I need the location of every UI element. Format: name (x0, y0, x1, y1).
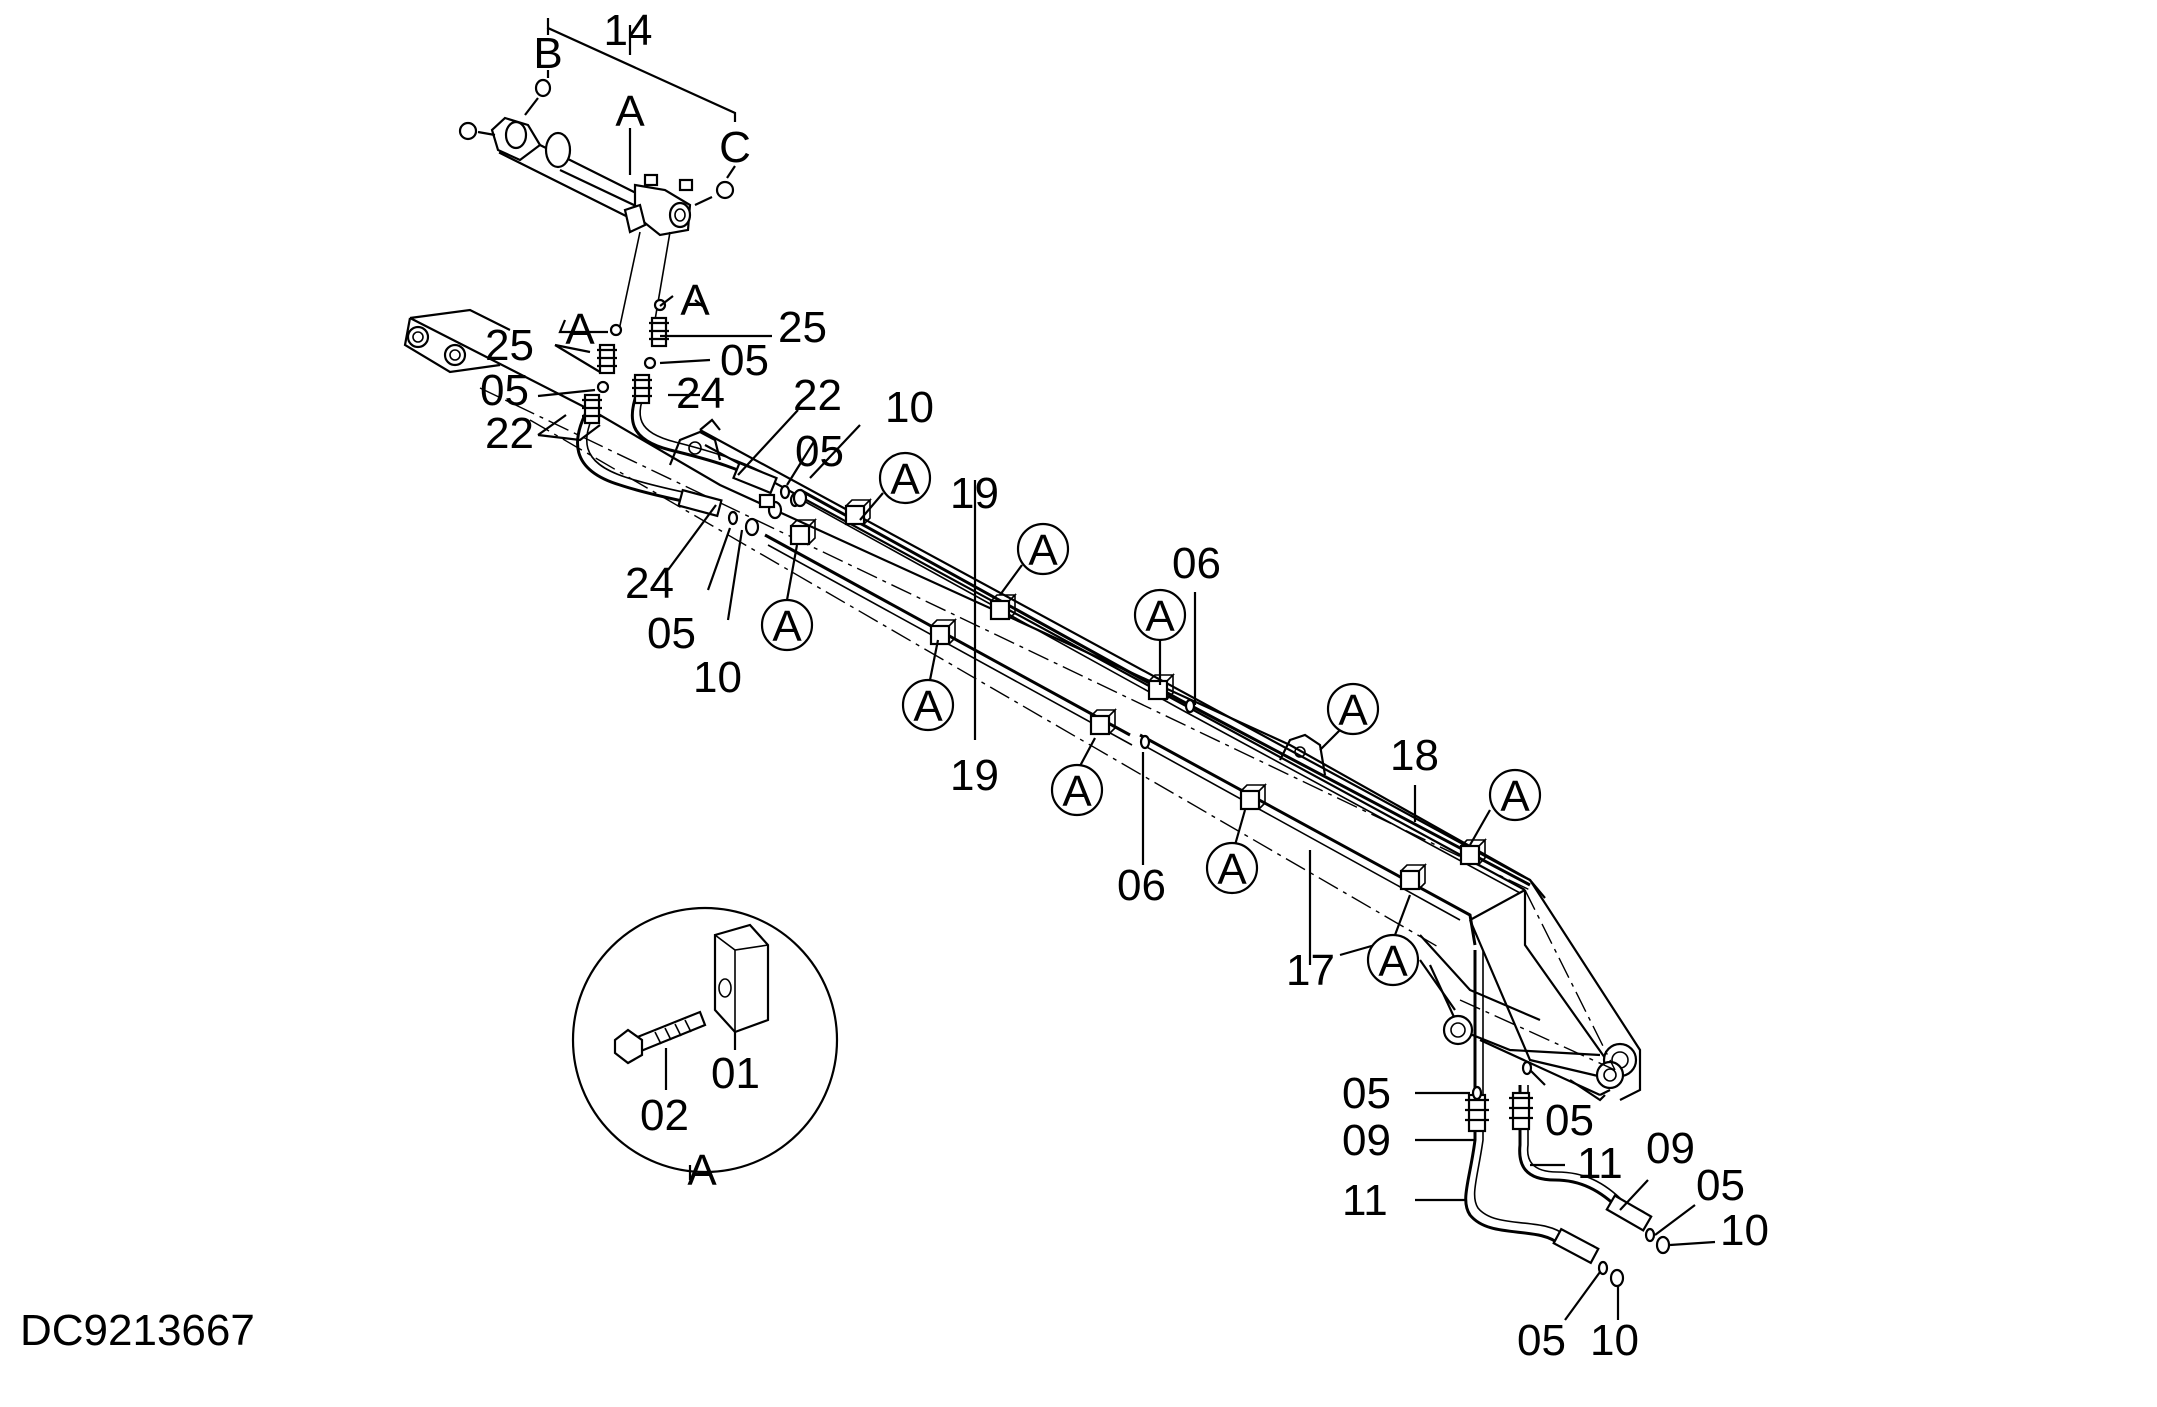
ref-a-label: A (1217, 845, 1247, 894)
callout-25-left: 25 (485, 321, 534, 370)
ref-a-label: A (1338, 686, 1368, 735)
centerlines (479, 387, 1616, 1071)
callout-c: C (719, 123, 751, 172)
detail-a-inset (571, 906, 839, 1180)
head-hose-left (1464, 950, 1600, 1265)
leader-lines (537, 18, 1716, 1321)
ref-a-marker: A (760, 544, 814, 652)
pipe-18 (799, 488, 1531, 894)
ref-a-marker: A (901, 639, 955, 732)
ref-a-marker: A (859, 451, 932, 521)
callout-11-head-right: 11 (1577, 1139, 1623, 1188)
hose-22-lower (576, 373, 723, 518)
head-hose-right (1509, 1060, 1653, 1232)
callout-25-right: 25 (778, 303, 827, 352)
ref-a-marker: A (1469, 768, 1542, 846)
pipe-end-fittings (758, 492, 1196, 750)
ref-a-marker: A (1050, 737, 1104, 817)
callout-19-lower: 19 (950, 751, 999, 800)
head-hose-end-fittings (1597, 1227, 1671, 1288)
ref-a-marker: A (1366, 894, 1420, 987)
callout-05-head-bottom: 05 (1517, 1316, 1566, 1365)
callout-05-head-left: 05 (1342, 1069, 1391, 1118)
callout-10-head-far: 10 (1720, 1206, 1769, 1255)
reference-markers: A A A A A A A (760, 451, 1542, 987)
ref-a-marker: A (999, 522, 1070, 596)
boom-body (403, 308, 1642, 1102)
ref-a-label: A (890, 455, 920, 504)
callout-05-upper-right: 05 (720, 336, 769, 385)
ref-a-label: A (1028, 526, 1058, 575)
callout-22-left: 22 (485, 409, 534, 458)
ref-a-label: A (913, 682, 943, 731)
ref-a-marker: A (1319, 682, 1380, 751)
callout-22-right: 22 (793, 371, 842, 420)
ref-a-label: A (1062, 767, 1092, 816)
pipe-clamps (789, 498, 1487, 891)
callout-06-lower: 06 (1117, 861, 1166, 910)
callout-05-lower: 05 (647, 609, 696, 658)
ref-a-marker: A (1133, 588, 1187, 685)
cylinder-port-connections (596, 231, 671, 394)
callout-09-head-right: 09 (1646, 1124, 1695, 1173)
callout-14: 14 (604, 6, 653, 55)
callout-b: B (533, 29, 562, 78)
ref-a-label: A (1378, 937, 1408, 986)
callout-17: 17 (1286, 946, 1335, 995)
ref-a-label: A (1500, 772, 1530, 821)
callout-11-head-left: 11 (1342, 1176, 1388, 1225)
detail-callout-01: 01 (711, 1049, 760, 1098)
cylinder-assembly (458, 78, 735, 237)
drawing-code: DC9213667 (20, 1306, 255, 1355)
callout-10-lower: 10 (693, 653, 742, 702)
callout-05-left: 05 (480, 366, 529, 415)
ref-a-label: A (772, 602, 802, 651)
ref-a-marker: A (1205, 809, 1259, 895)
callout-a-port-right: A (680, 276, 710, 325)
callout-24-lower: 24 (625, 559, 674, 608)
callout-10-head-bottom: 10 (1590, 1316, 1639, 1365)
callout-24-upper: 24 (676, 369, 725, 418)
detail-callout-02: 02 (640, 1091, 689, 1140)
callout-09-head-left: 09 (1342, 1116, 1391, 1165)
callout-19-upper: 19 (950, 469, 999, 518)
detail-label-a: A (687, 1146, 717, 1195)
ref-a-label: A (1145, 592, 1175, 641)
callout-a-port-left: A (565, 305, 595, 354)
callout-a: A (615, 87, 645, 136)
callout-labels: 14 B A C A A 25 25 05 05 24 22 22 10 05 … (480, 6, 1769, 1365)
callout-18: 18 (1390, 731, 1439, 780)
callout-05-head-far: 05 (1696, 1161, 1745, 1210)
callout-10-upper: 10 (885, 383, 934, 432)
callout-05-head-right: 05 (1545, 1096, 1594, 1145)
callout-06-upper: 06 (1172, 539, 1221, 588)
callout-05-mid: 05 (795, 427, 844, 476)
